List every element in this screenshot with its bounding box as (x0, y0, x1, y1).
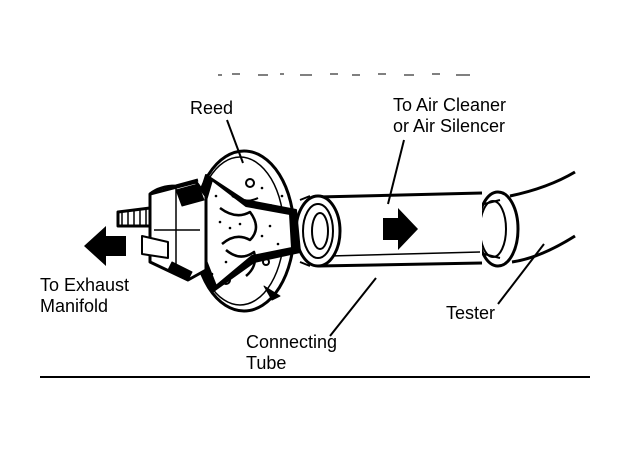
label-exhaust-line2: Manifold (40, 296, 109, 316)
label-tester: Tester (446, 303, 496, 323)
flow-arrow-left (84, 226, 126, 266)
tester-hose (476, 170, 576, 268)
label-air-cleaner-line2: or Air Silencer (393, 116, 506, 136)
label-air-cleaner: To Air Cleaner or Air Silencer (393, 95, 506, 137)
reed-valve-housing (192, 149, 301, 313)
leader-air-cleaner (387, 139, 405, 205)
flow-arrow-right (383, 208, 418, 250)
leader-lines (226, 119, 545, 337)
leader-tester (497, 243, 545, 305)
exhaust-fitting (116, 178, 208, 282)
label-connecting-line2: Tube (246, 353, 287, 373)
label-exhaust-manifold: To Exhaust Manifold (40, 275, 129, 317)
label-connecting-line1: Connecting (246, 332, 338, 352)
label-connecting-tube: Connecting Tube (246, 332, 337, 374)
leader-reed (226, 119, 244, 164)
leader-connecting-tube (329, 277, 377, 337)
label-reed: Reed (190, 98, 234, 118)
scan-artifact-line (218, 73, 470, 76)
label-air-cleaner-line1: To Air Cleaner (393, 95, 507, 115)
label-exhaust-line1: To Exhaust (40, 275, 130, 295)
